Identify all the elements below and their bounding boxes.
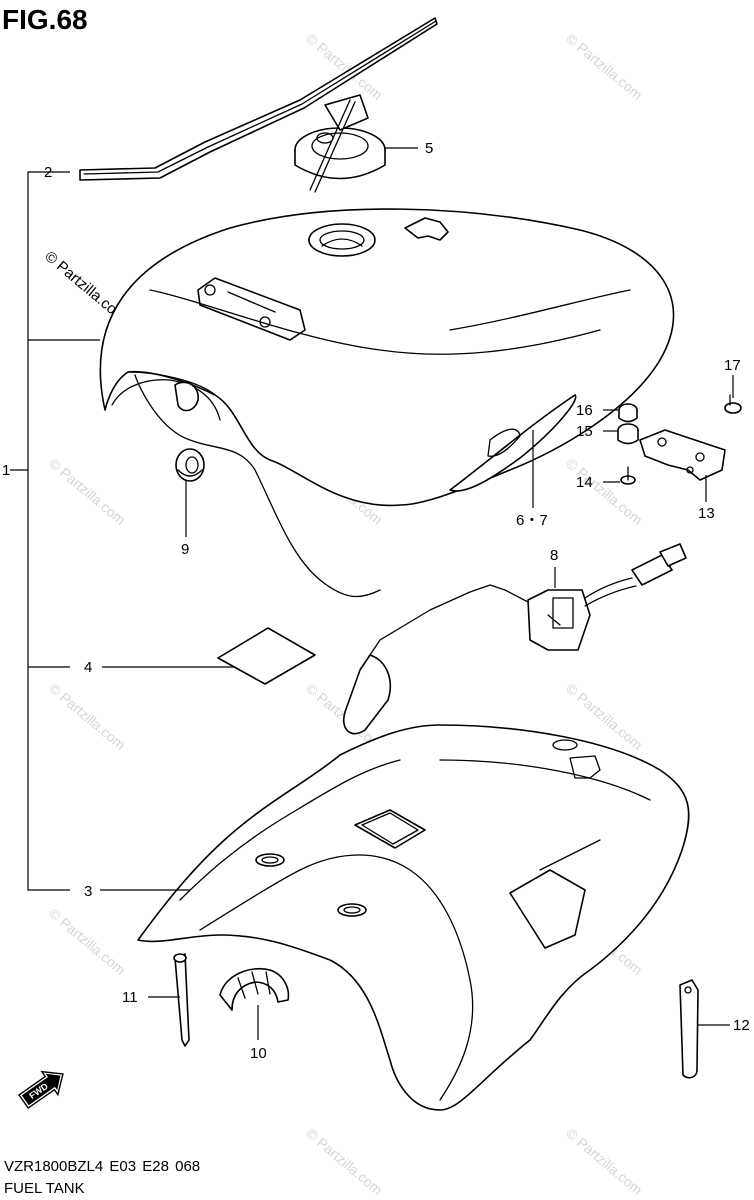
figure-title: FIG.68 [2,4,88,35]
forward-arrow-icon: FWD [18,1070,64,1109]
cushion-part [617,423,639,445]
watermark-text: © Partzilla.com [563,30,646,103]
grommet-part [175,448,205,482]
seal-strip-part [79,17,438,181]
bolt-part-17 [724,394,742,414]
callout-1: 1 [2,462,10,479]
callout-8: 8 [550,547,558,564]
fuel-cap-part [294,94,386,193]
nut-part [618,403,638,423]
callout-3: 3 [84,883,92,900]
group-bracket [10,171,100,891]
figure-name: FUEL TANK [4,1180,85,1197]
callout-11: 11 [122,989,138,1006]
callout-15: 15 [576,423,593,440]
clamp-cushion-part [219,968,290,1011]
tank-cover-part [137,724,690,1111]
callout-14: 14 [576,474,593,491]
retainer-strap-part [679,979,699,1079]
watermark-text: © Partzilla.com [46,680,129,753]
bracket-plate-part [639,429,726,481]
watermark-text: © Partzilla.com [563,1125,646,1198]
fuel-gauge-part [343,543,687,735]
callout-17: 17 [724,357,741,374]
callout-16: 16 [576,402,593,419]
fuel-tank-body [99,208,675,598]
callout-5: 5 [425,140,433,157]
callout-9: 9 [181,541,189,558]
model-code: VZR1800BZL4 E03 E28 068 [4,1158,201,1175]
callout-6-7: 6・7 [516,512,548,529]
callout-12: 12 [733,1017,750,1034]
callout-4: 4 [84,659,92,676]
watermark-text: © Partzilla.com [563,455,646,528]
watermark-text: © Partzilla.com [46,905,129,978]
cable-tie-part [173,953,190,1047]
callout-13: 13 [698,505,715,522]
callout-10: 10 [250,1045,267,1062]
watermark-text: © Partzilla.com [46,455,129,528]
bolt-part-14 [620,466,636,485]
callout-labels: 1 2 3 4 5 6・7 8 9 10 11 12 13 14 15 16 1… [2,140,750,1062]
callout-2: 2 [44,164,52,181]
watermark-text: © Partzilla.com [303,1125,386,1198]
label-part [217,627,316,685]
